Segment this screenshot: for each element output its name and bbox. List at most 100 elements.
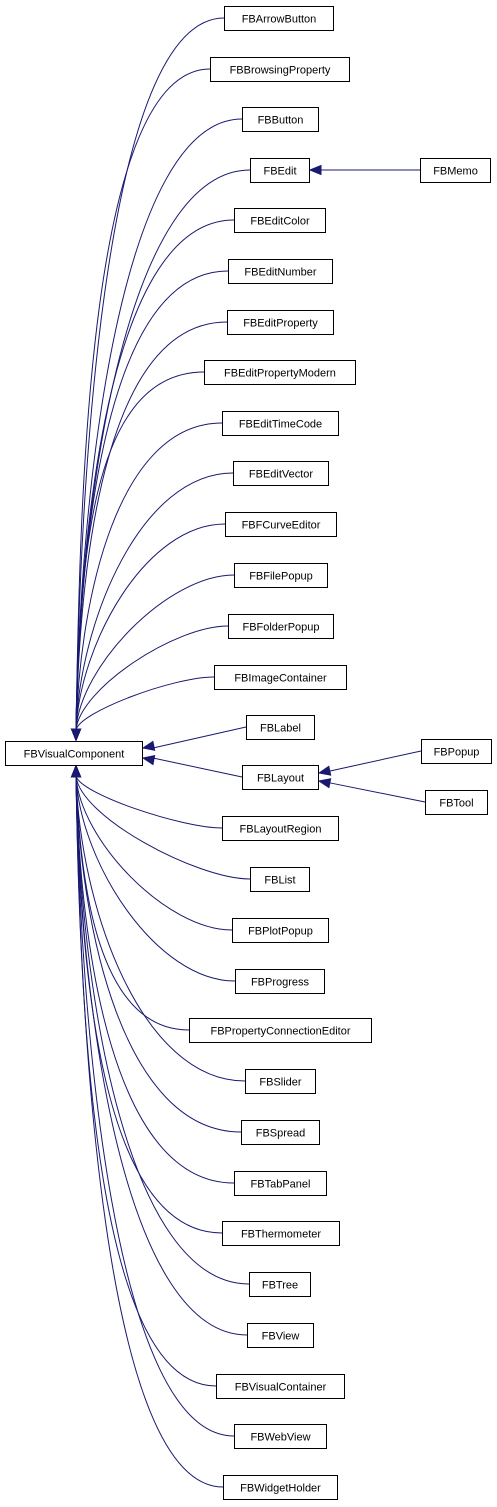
class-box (235, 969, 325, 994)
edge-line (75, 169, 251, 731)
class-box (420, 158, 491, 183)
class-node-fb-web-view[interactable]: FBWebView (234, 1424, 327, 1449)
class-box (245, 1069, 316, 1094)
class-box (228, 259, 333, 284)
class-node-fb-popup[interactable]: FBPopup (421, 739, 492, 764)
class-box (222, 1221, 340, 1246)
edge-fb-thermometer-to-fb-visual-component (70, 764, 223, 1234)
class-box (232, 918, 329, 943)
class-label: FBWidgetHolder (240, 1483, 321, 1495)
class-label: FBPopup (434, 747, 480, 759)
class-label: FBVisualComponent (24, 749, 125, 761)
class-box (234, 563, 328, 588)
class-box (228, 614, 334, 639)
class-node-fb-edit-number[interactable]: FBEditNumber (228, 259, 333, 284)
class-label: FBFilePopup (249, 571, 313, 583)
class-node-fb-progress[interactable]: FBProgress (235, 969, 325, 994)
class-node-fb-visual-component[interactable]: FBVisualComponent (5, 741, 143, 766)
class-label: FBEditProperty (243, 318, 318, 330)
class-node-fb-button[interactable]: FBButton (242, 107, 319, 132)
class-node-fb-tab-panel[interactable]: FBTabPanel (234, 1171, 327, 1196)
edge-fb-tool-to-fb-layout (317, 778, 426, 803)
class-node-fb-layout-region[interactable]: FBLayoutRegion (222, 816, 339, 841)
class-box (250, 867, 310, 892)
edge-line (152, 757, 243, 778)
class-label: FBButton (258, 115, 304, 127)
class-node-fb-tree[interactable]: FBTree (249, 1272, 311, 1297)
edge-fb-label-to-fb-visual-component (141, 726, 247, 751)
edge-fb-web-view-to-fb-visual-component (70, 764, 235, 1437)
class-box (225, 512, 337, 537)
class-label: FBTool (439, 798, 473, 810)
edge-fb-folder-popup-to-fb-visual-component (70, 625, 229, 742)
class-node-fb-visual-container[interactable]: FBVisualContainer (216, 1374, 345, 1399)
edge-line (75, 775, 250, 1285)
edge-line (152, 726, 247, 749)
class-box (223, 1475, 338, 1500)
edge-line (75, 775, 224, 1488)
class-box (234, 1424, 327, 1449)
class-node-fb-tool[interactable]: FBTool (425, 790, 488, 815)
class-node-fb-memo[interactable]: FBMemo (420, 158, 491, 183)
edge-fb-property-connection-editor-to-fb-visual-component (70, 764, 190, 1031)
class-box (234, 208, 326, 233)
class-label: FBLabel (260, 723, 301, 735)
edge-line (75, 371, 205, 731)
class-label: FBArrowButton (242, 14, 317, 26)
class-box (216, 1374, 345, 1399)
class-node-fb-edit-vector[interactable]: FBEditVector (233, 461, 329, 486)
class-node-fb-plot-popup[interactable]: FBPlotPopup (232, 918, 329, 943)
edge-line (328, 750, 422, 772)
edge-line (75, 775, 233, 931)
class-label: FBThermometer (241, 1229, 321, 1241)
class-node-fb-browsing-property[interactable]: FBBrowsingProperty (210, 57, 350, 82)
class-node-fb-widget-holder[interactable]: FBWidgetHolder (223, 1475, 338, 1500)
class-node-fb-slider[interactable]: FBSlider (245, 1069, 316, 1094)
class-node-fb-arrow-button[interactable]: FBArrowButton (224, 6, 334, 31)
edge-arrowhead (317, 765, 332, 776)
class-box (234, 1171, 327, 1196)
class-node-fb-edit-color[interactable]: FBEditColor (234, 208, 326, 233)
class-box (247, 1323, 314, 1348)
class-node-fb-edit-time-code[interactable]: FBEditTimeCode (222, 411, 339, 436)
class-label: FBImageContainer (234, 673, 327, 685)
class-label: FBLayoutRegion (240, 824, 322, 836)
edge-fb-progress-to-fb-visual-component (70, 764, 236, 982)
class-label: FBEditPropertyModern (224, 368, 336, 380)
class-label: FBEditTimeCode (239, 419, 322, 431)
class-label: FBList (264, 875, 295, 887)
class-node-fb-thermometer[interactable]: FBThermometer (222, 1221, 340, 1246)
class-label: FBView (262, 1331, 300, 1343)
edge-arrowhead (308, 164, 322, 176)
edge-line (75, 775, 236, 982)
class-node-fb-view[interactable]: FBView (247, 1323, 314, 1348)
class-node-fbf-curve-editor[interactable]: FBFCurveEditor (225, 512, 337, 537)
class-node-fb-property-connection-editor[interactable]: FBPropertyConnectionEditor (189, 1018, 372, 1043)
edge-arrowhead (141, 740, 156, 751)
class-node-fb-image-container[interactable]: FBImageContainer (214, 665, 347, 690)
edge-line (75, 219, 235, 731)
class-node-fb-layout[interactable]: FBLayout (242, 765, 319, 790)
edge-fb-edit-time-code-to-fb-visual-component (70, 422, 223, 742)
edge-fb-popup-to-fb-layout (317, 750, 422, 776)
class-node-fb-spread[interactable]: FBSpread (241, 1120, 320, 1145)
class-node-fb-list[interactable]: FBList (250, 867, 310, 892)
edge-line (75, 775, 251, 880)
class-node-fb-label[interactable]: FBLabel (246, 715, 315, 740)
edge-fb-widget-holder-to-fb-visual-component (70, 764, 224, 1488)
class-node-fb-edit-property-modern[interactable]: FBEditPropertyModern (204, 360, 356, 385)
class-node-fb-file-popup[interactable]: FBFilePopup (234, 563, 328, 588)
class-box (421, 739, 492, 764)
class-node-fb-folder-popup[interactable]: FBFolderPopup (228, 614, 334, 639)
class-box (250, 158, 310, 183)
edge-line (75, 523, 226, 731)
edge-fb-view-to-fb-visual-component (70, 764, 248, 1336)
class-node-fb-edit[interactable]: FBEdit (250, 158, 310, 183)
edge-fb-edit-property-modern-to-fb-visual-component (70, 371, 205, 742)
class-label: FBWebView (250, 1432, 310, 1444)
class-node-fb-edit-property[interactable]: FBEditProperty (227, 310, 334, 335)
class-box (222, 411, 339, 436)
class-box (204, 360, 356, 385)
edge-fb-memo-to-fb-edit (308, 164, 420, 176)
